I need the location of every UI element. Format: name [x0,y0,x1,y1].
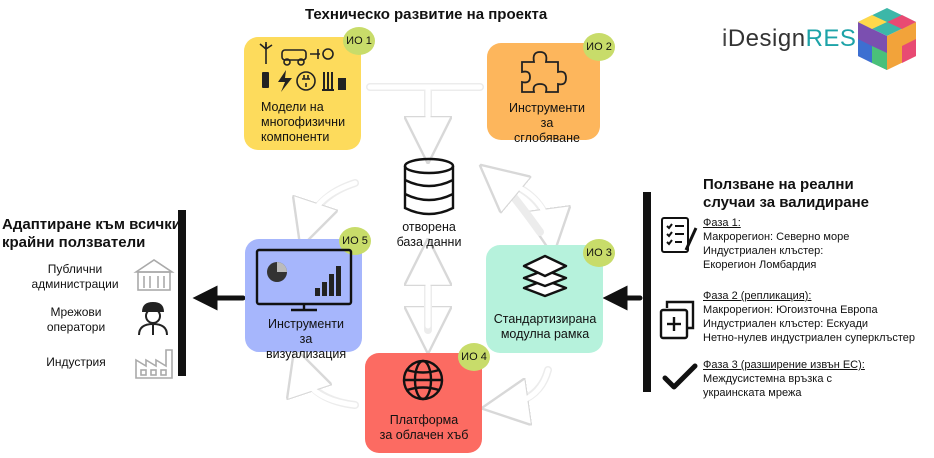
module-4-badge: ИО 4 [458,343,490,371]
database-icon [403,157,455,216]
checklist-icon [661,217,698,253]
module-5-box [245,239,362,352]
module-4-box [365,353,482,453]
layers-icon [522,254,568,298]
phase-2-text: Фаза 2 (репликация): Макрорегион: Югоизт… [703,290,916,344]
right-divider-bar [643,192,651,392]
module-2-box [487,43,600,140]
checkmark-icon [662,363,698,390]
factory-icon [135,349,173,379]
user-industry: Индустрия [46,355,106,369]
phase-3-text: Фаза 3 (разширение извън ЕС): Междусисте… [703,359,865,399]
puzzle-icon [521,51,567,93]
energy-components-icon [259,42,346,92]
logo: iDesignRES [722,25,857,52]
cube-logo-icon [858,8,916,70]
module-2-badge: ИО 2 [583,33,615,61]
module-5-badge: ИО 5 [339,227,371,255]
module-1-box [244,37,361,150]
building-icon [133,259,175,291]
phase-1-text: Фаза 1: Макрорегион: Северно море Индуст… [703,217,850,271]
module-1-badge: ИО 1 [343,27,375,55]
copy-plus-icon [659,300,695,340]
page-title: Техническо развитие на проекта [305,6,548,23]
left-divider-bar [178,210,186,376]
globe-icon [402,359,444,401]
monitor-chart-icon [255,248,353,312]
engineer-icon [138,302,168,336]
module-3-badge: ИО 3 [583,239,615,267]
